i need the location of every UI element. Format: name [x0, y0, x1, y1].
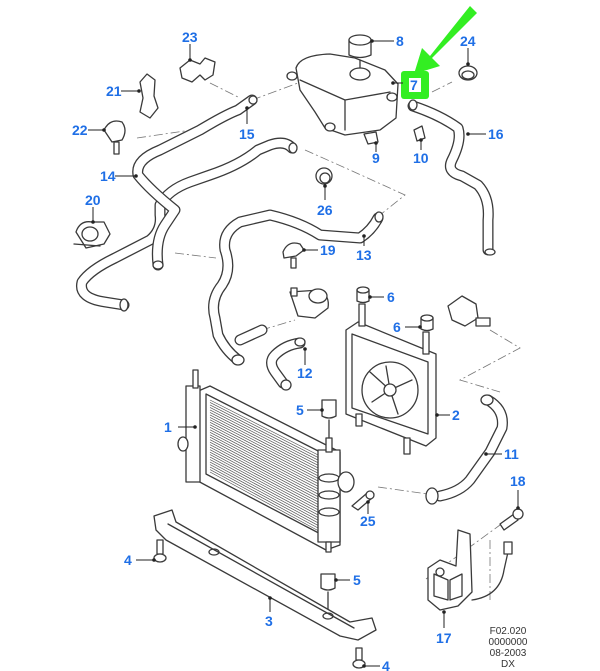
radiator-fin: [209, 444, 329, 508]
radiator-fin: [209, 441, 329, 505]
drawing-suffix: DX: [501, 659, 515, 670]
clip-22: [103, 120, 126, 155]
thermostat-hose-12: [266, 337, 306, 391]
callout-20[interactable]: 20: [85, 192, 101, 208]
thermostat-housing: [289, 287, 329, 319]
callout-13[interactable]: 13: [356, 247, 372, 263]
drawing-number: 0000000: [488, 637, 528, 648]
callout-2[interactable]: 2: [452, 407, 460, 423]
radiator-fin: [209, 439, 329, 503]
callout-22[interactable]: 22: [72, 122, 88, 138]
radiator-fin: [209, 417, 329, 479]
overflow-hose-16: [407, 99, 496, 256]
radiator-fin: [209, 414, 329, 477]
radiator-fin: [209, 419, 329, 482]
radiator-fin: [209, 399, 329, 461]
upper-hose-13: [208, 209, 384, 366]
drawing-date: 08-2003: [489, 648, 527, 659]
callout-17[interactable]: 17: [436, 630, 452, 646]
bush-5-lower: [320, 573, 336, 611]
radiator-fin: [209, 434, 329, 497]
clip-20: [73, 221, 111, 249]
radiator-fin: [209, 424, 329, 487]
fan-shroud-2: [345, 303, 437, 455]
callout-6-right[interactable]: 6: [393, 319, 401, 335]
callout-3[interactable]: 3: [265, 613, 273, 629]
radiator-fin: [209, 466, 329, 532]
radiator-fin: [209, 461, 329, 526]
drawing-code: F02.020: [489, 626, 527, 637]
expansion-tank-cap-8: [348, 34, 372, 69]
bracket-19: [282, 242, 305, 269]
callout-8[interactable]: 8: [396, 33, 404, 49]
callout-26[interactable]: 26: [317, 202, 333, 218]
radiator-fin: [209, 409, 329, 471]
radiator-fin: [209, 404, 329, 466]
radiator-fin: [209, 426, 329, 490]
drawing-reference: F02.020 0000000 08-2003 DX: [478, 626, 538, 670]
fan-connector: [447, 295, 491, 327]
callout-1[interactable]: 1: [164, 419, 172, 435]
clip-23: [179, 57, 216, 83]
bush-5-upper: [321, 399, 337, 439]
callout-21[interactable]: 21: [106, 83, 122, 99]
callout-5-lower[interactable]: 5: [353, 572, 361, 588]
radiator-fin: [209, 454, 329, 518]
callout-15[interactable]: 15: [239, 126, 255, 142]
bolt-4-left: [153, 539, 167, 563]
radiator-fin: [209, 407, 329, 469]
callout-10[interactable]: 10: [413, 150, 429, 166]
callout-25[interactable]: 25: [360, 513, 376, 529]
radiator-fin: [209, 431, 329, 495]
heater-hose-14: [76, 94, 298, 312]
radiator-fin: [209, 464, 329, 529]
callout-24[interactable]: 24: [460, 33, 476, 49]
radiator-fin: [209, 459, 329, 524]
fan-cap-6-right: [420, 314, 434, 332]
clip-21: [139, 73, 159, 119]
callout-9[interactable]: 9: [372, 150, 380, 166]
radiator-fin: [209, 429, 329, 492]
callout-4-left[interactable]: 4: [124, 552, 132, 568]
fitting-9: [363, 131, 379, 145]
hose-clamp-26: [315, 167, 333, 185]
callout-18[interactable]: 18: [510, 473, 526, 489]
callout-labels: 1 2 3 4 4 5 5 6 6 7 8 9 10: [72, 29, 526, 671]
hose-stub: [234, 324, 268, 346]
bolt-4-right: [352, 647, 366, 669]
callout-7[interactable]: 7: [410, 77, 418, 93]
radiator-fin: [209, 446, 329, 511]
lower-bracket-3: [153, 509, 377, 641]
bolt-18: [499, 508, 524, 531]
radiator-fin: [209, 449, 329, 513]
radiator-fins: [209, 399, 329, 537]
expansion-tank-7: [286, 53, 399, 136]
radiator-fin: [209, 451, 329, 516]
radiator-fin: [209, 422, 329, 484]
radiator-fin: [209, 402, 329, 463]
radiator-fin: [209, 456, 329, 521]
callout-5-upper[interactable]: 5: [296, 402, 304, 418]
hose-clamp-24: [458, 65, 478, 81]
callout-19[interactable]: 19: [320, 242, 336, 258]
radiator-fin: [209, 471, 329, 537]
radiator-1: [177, 369, 355, 553]
radiator-fin: [209, 469, 329, 534]
callout-6-left[interactable]: 6: [387, 289, 395, 305]
highlight-arrow: [401, 6, 477, 99]
fan-cap-6-left: [356, 286, 370, 304]
callout-4-right[interactable]: 4: [382, 658, 390, 671]
callout-12[interactable]: 12: [297, 365, 313, 381]
callout-14[interactable]: 14: [100, 168, 116, 184]
clip-10: [413, 125, 426, 142]
lower-hose-11: [425, 394, 508, 505]
callout-16[interactable]: 16: [488, 126, 504, 142]
callout-23[interactable]: 23: [182, 29, 198, 45]
radiator-fin: [209, 436, 329, 500]
bleed-screw-25: [351, 490, 375, 511]
radiator-fin: [209, 412, 329, 474]
callout-11[interactable]: 11: [504, 446, 519, 462]
resistor-module-17: [427, 529, 513, 611]
